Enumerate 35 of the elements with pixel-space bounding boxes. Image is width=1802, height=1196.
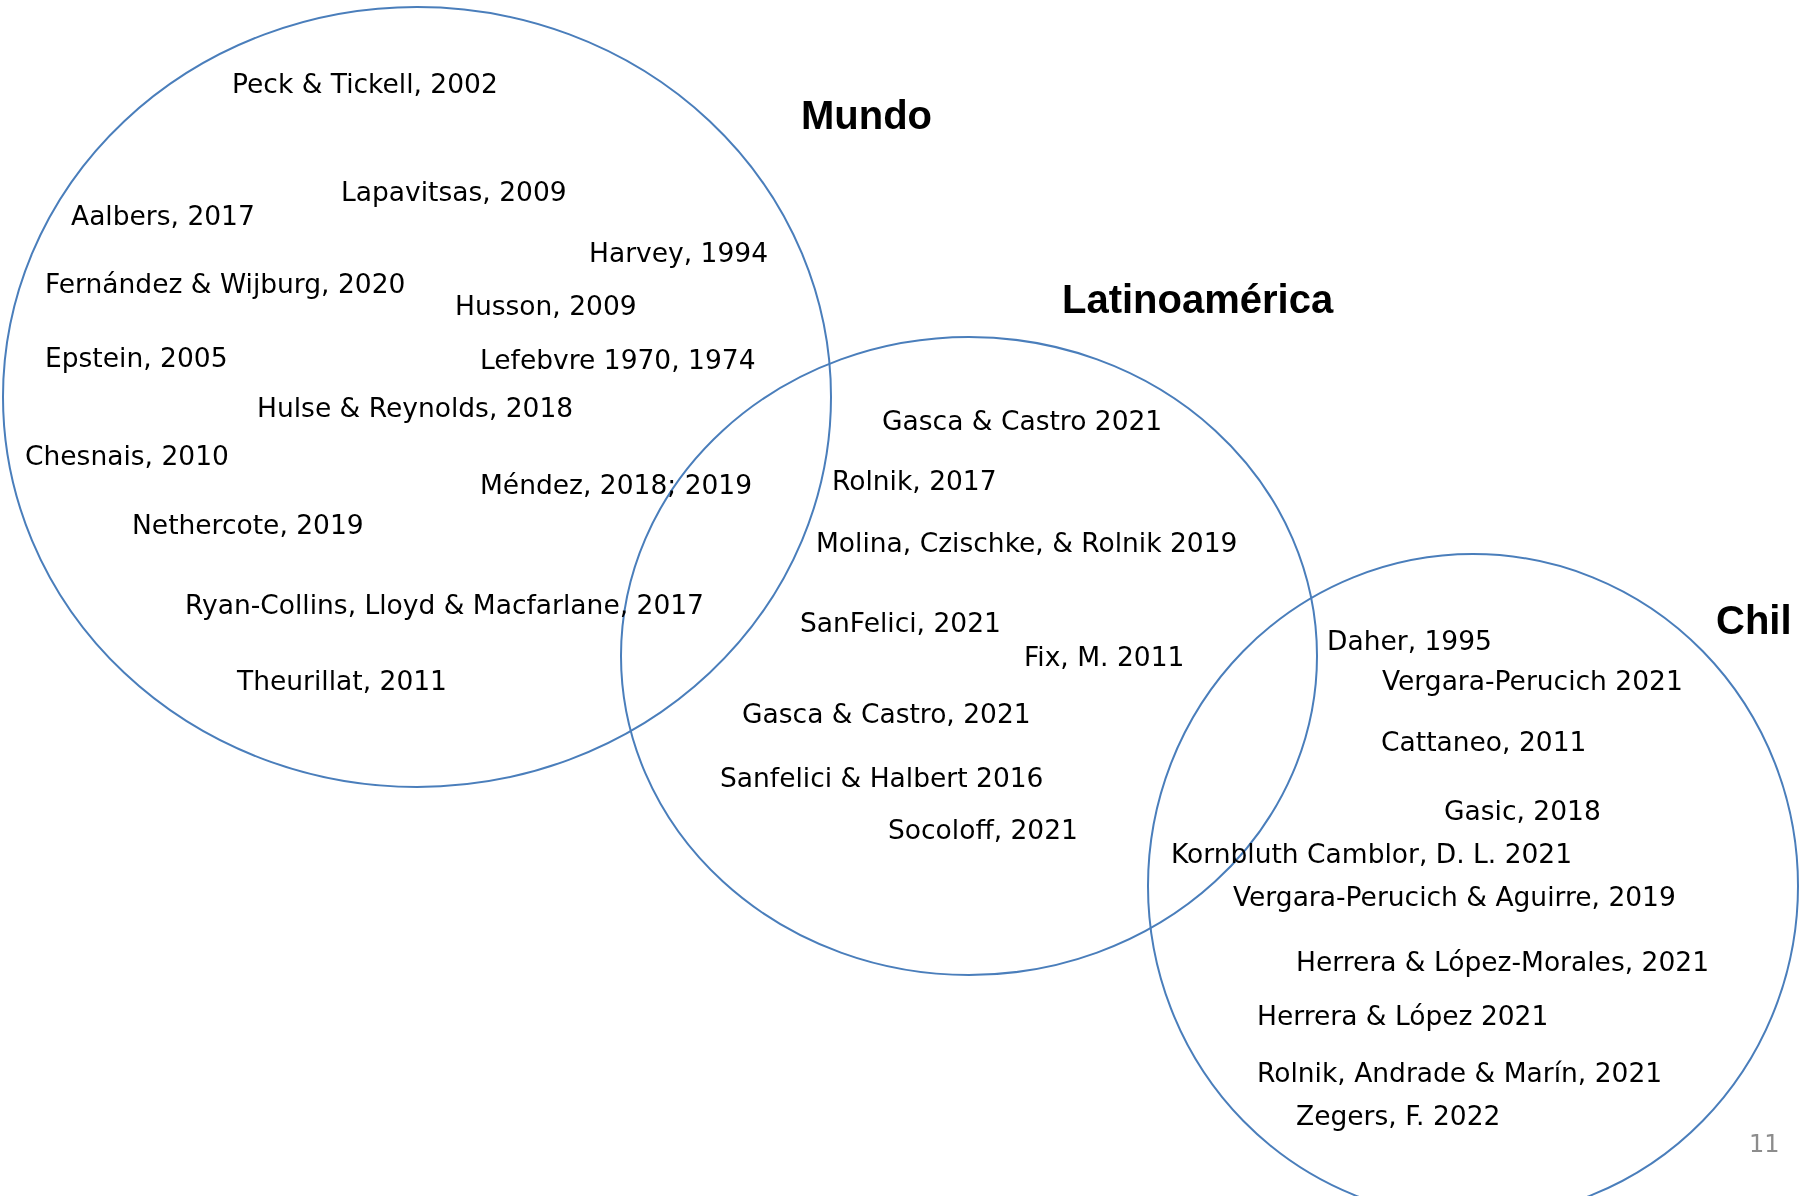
set-heading: Mundo: [801, 92, 933, 138]
citation-text: Fix, M. 2011: [1024, 643, 1185, 671]
citation-text: Aalbers, 2017: [71, 202, 255, 230]
citation-text: Rolnik, Andrade & Marín, 2021: [1257, 1059, 1663, 1087]
citation-text: Lapavitsas, 2009: [341, 178, 567, 206]
citation-text: Rolnik, 2017: [832, 467, 997, 495]
citation-text: Fernández & Wijburg, 2020: [45, 270, 406, 298]
citation-text: Herrera & López-Morales, 2021: [1296, 948, 1709, 976]
citation-text: Epstein, 2005: [45, 344, 228, 372]
set-heading: Chil: [1716, 597, 1792, 643]
citation-text: Zegers, F. 2022: [1296, 1102, 1501, 1130]
citation-text: Nethercote, 2019: [132, 511, 364, 539]
citation-text: Méndez, 2018; 2019: [480, 471, 753, 499]
citation-text: Gasca & Castro, 2021: [742, 700, 1031, 728]
citation-text: Socoloff, 2021: [888, 816, 1078, 844]
citation-text: Lefebvre 1970, 1974: [480, 346, 756, 374]
citation-text: Hulse & Reynolds, 2018: [257, 394, 574, 422]
citation-text: SanFelici, 2021: [800, 609, 1001, 637]
page-number: 11: [1749, 1130, 1780, 1158]
citation-text: Gasic, 2018: [1444, 797, 1601, 825]
citation-text: Vergara-Perucich 2021: [1382, 667, 1683, 695]
citation-text: Molina, Czischke, & Rolnik 2019: [816, 529, 1238, 557]
citation-text: Vergara-Perucich & Aguirre, 2019: [1233, 883, 1676, 911]
citation-text: Theurillat, 2011: [237, 667, 447, 695]
citation-text: Chesnais, 2010: [25, 442, 229, 470]
citation-text: Sanfelici & Halbert 2016: [720, 764, 1044, 792]
citation-text: Husson, 2009: [455, 292, 637, 320]
citation-text: Peck & Tickell, 2002: [232, 70, 498, 98]
citation-text: Herrera & López 2021: [1257, 1002, 1549, 1030]
citation-text: Harvey, 1994: [589, 239, 769, 267]
citation-text: Gasca & Castro 2021: [882, 407, 1163, 435]
citation-text: Ryan-Collins, Lloyd & Macfarlane, 2017: [185, 591, 704, 619]
citation-text: Cattaneo, 2011: [1381, 728, 1587, 756]
citation-text: Daher, 1995: [1327, 627, 1492, 655]
set-heading: Latinoamérica: [1062, 276, 1334, 322]
